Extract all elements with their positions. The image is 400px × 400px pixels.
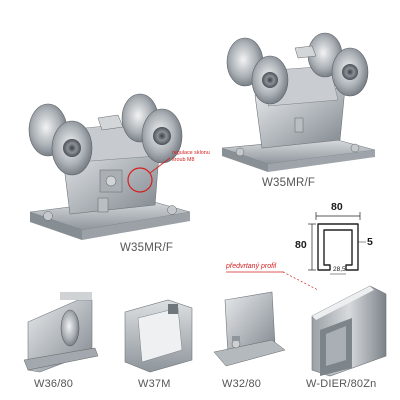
product-wdier-label: W-DIER/80Zn <box>306 378 377 390</box>
profile-drawing <box>308 212 366 275</box>
product-w36-label: W36/80 <box>34 378 74 390</box>
profile-thickness-dim: 5 <box>367 236 373 248</box>
profile-slot-dim: 28,5 <box>333 266 346 273</box>
profile-height-dim: 80 <box>295 239 307 251</box>
product-w37m-label: W37M <box>138 378 171 390</box>
profile-note: předvrtaný profil <box>226 263 277 270</box>
product-w37m-image <box>124 299 193 373</box>
product-w32-image <box>213 291 286 367</box>
carriage-front-label: W35MR/F <box>120 242 174 254</box>
product-w32-label: W32/80 <box>222 378 262 390</box>
profile-width-dim: 80 <box>331 201 343 213</box>
callout-text-line1: regulace sklonu <box>172 150 210 156</box>
carriage-front-image <box>28 93 191 240</box>
product-wdier-image <box>311 285 387 377</box>
callout-circle <box>127 167 153 193</box>
product-w36-image <box>23 292 99 373</box>
callout-text-line2: šroub M8 <box>172 157 195 163</box>
carriage-back-image <box>221 32 376 172</box>
carriage-back-label: W35MR/F <box>262 177 316 189</box>
